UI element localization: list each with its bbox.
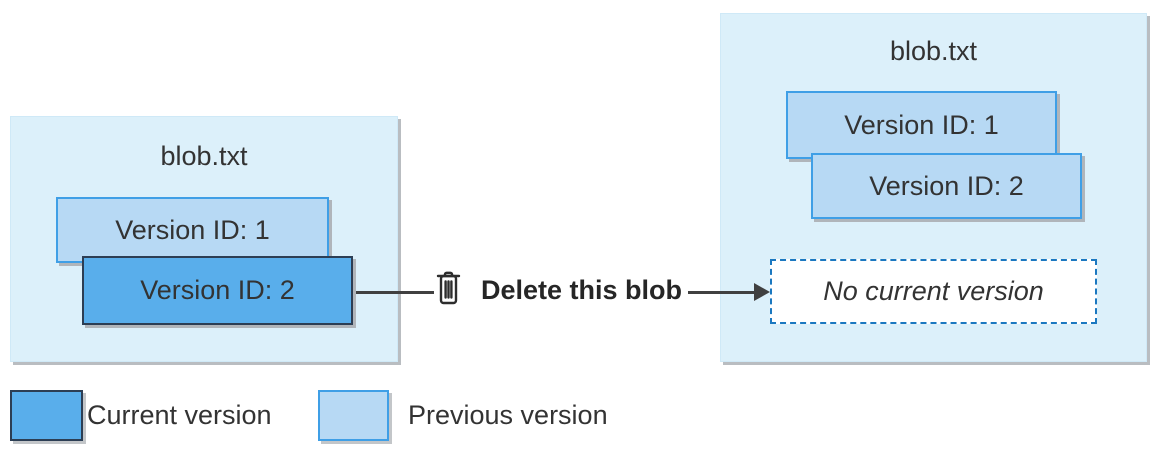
version-box-previous: Version ID: 1	[56, 197, 329, 263]
version-box-previous: Version ID: 1	[786, 91, 1057, 159]
source-blob-container: blob.txt Version ID: 1 Version ID: 2	[10, 116, 398, 362]
legend-label-previous: Previous version	[408, 400, 608, 430]
version-box-previous: Version ID: 2	[811, 153, 1082, 219]
result-blob-container: blob.txt Version ID: 1 Version ID: 2 No …	[720, 13, 1147, 362]
blob-title: blob.txt	[889, 36, 978, 66]
version-label: Version ID: 1	[115, 214, 270, 245]
no-current-version-label: No current version	[823, 276, 1044, 306]
delete-action-label: Delete this blob	[481, 275, 683, 305]
legend-label-current: Current version	[87, 400, 272, 430]
blob-title: blob.txt	[160, 141, 248, 171]
trash-icon	[436, 271, 461, 305]
arrowhead-icon	[754, 283, 770, 301]
version-label: Version ID: 2	[869, 170, 1024, 201]
version-label: Version ID: 1	[844, 109, 999, 140]
legend-swatch-previous	[318, 390, 389, 441]
no-current-version-box: No current version	[770, 259, 1097, 324]
version-label: Version ID: 2	[140, 275, 295, 305]
connector-line	[356, 291, 434, 294]
legend-swatch-current	[10, 390, 83, 441]
version-box-current: Version ID: 2	[82, 256, 353, 325]
arrow-line	[688, 291, 756, 294]
